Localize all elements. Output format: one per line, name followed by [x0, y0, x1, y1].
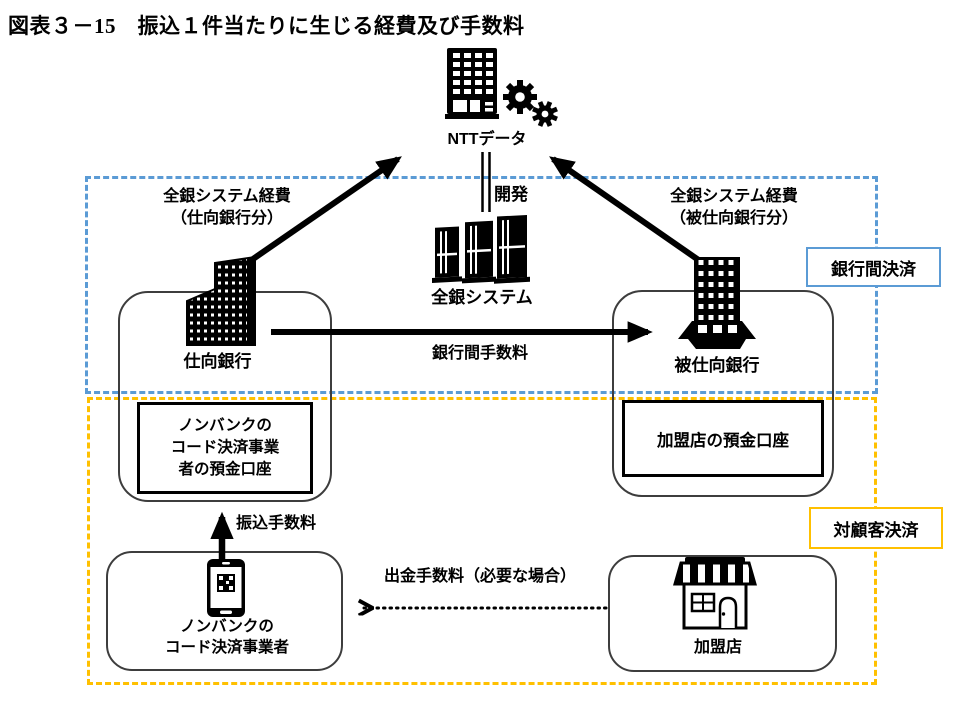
gears-icon: [497, 74, 561, 135]
receiving-bank-label: 被仕向銀行: [674, 356, 760, 375]
merchant-deposit-account-box: 加盟店の預金口座: [622, 400, 824, 477]
merchant-label: 加盟店: [693, 639, 742, 656]
nonbank-operator-line2: コード決済事業者: [164, 638, 289, 656]
ntt-data-building-icon: [445, 48, 501, 125]
nonbank-account-line1: ノンバンクの: [178, 417, 272, 435]
sending-bank-building-icon: [181, 255, 265, 354]
nonbank-operator-label: ノンバンクの コード決済事業者: [133, 617, 321, 659]
customer-settlement-tag: 対顧客決済: [809, 507, 943, 549]
withdrawal-fee-label: 出金手数料（必要な場合）: [383, 568, 576, 585]
nonbank-deposit-account-box: ノンバンクの コード決済事業 者の預金口座: [137, 402, 313, 494]
zengin-cost-receiving-line1: 全銀システム経費: [670, 188, 798, 205]
zengin-cost-sending-line2: （仕向銀行分）: [170, 209, 283, 227]
zengin-cost-receiving-label: 全銀システム経費 （被仕向銀行分）: [624, 186, 844, 229]
nonbank-account-line3: 者の預金口座: [178, 460, 272, 478]
nonbank-operator-line1: ノンバンクの: [180, 618, 274, 635]
interbank-settlement-tag: 銀行間決済: [806, 247, 941, 287]
zengin-cost-sending-label: 全銀システム経費 （仕向銀行分）: [117, 186, 337, 229]
zengin-cost-receiving-line2: （被仕向銀行分）: [669, 209, 798, 227]
figure-title: 図表３－15 振込１件当たりに生じる経費及び手数料: [8, 14, 525, 38]
sending-bank-label: 仕向銀行: [183, 352, 252, 371]
zengin-cost-sending-line1: 全銀システム経費: [163, 188, 291, 205]
merchant-group: [608, 555, 837, 672]
development-label: 開発: [494, 185, 528, 204]
merchant-account-label: 加盟店の預金口座: [657, 431, 789, 450]
zengin-system-label: 全銀システム: [431, 288, 533, 307]
zengin-system-server-icon: [431, 206, 533, 291]
storefront-icon: [673, 557, 757, 638]
ntt-data-label: NTTデータ: [447, 131, 527, 148]
transfer-fee-label: 振込手数料: [236, 515, 317, 532]
receiving-bank-building-icon: [666, 256, 766, 360]
nonbank-account-line2: コード決済事業: [170, 439, 280, 457]
interbank-fee-label: 銀行間手数料: [431, 345, 528, 362]
qr-smartphone-icon: [207, 559, 245, 622]
